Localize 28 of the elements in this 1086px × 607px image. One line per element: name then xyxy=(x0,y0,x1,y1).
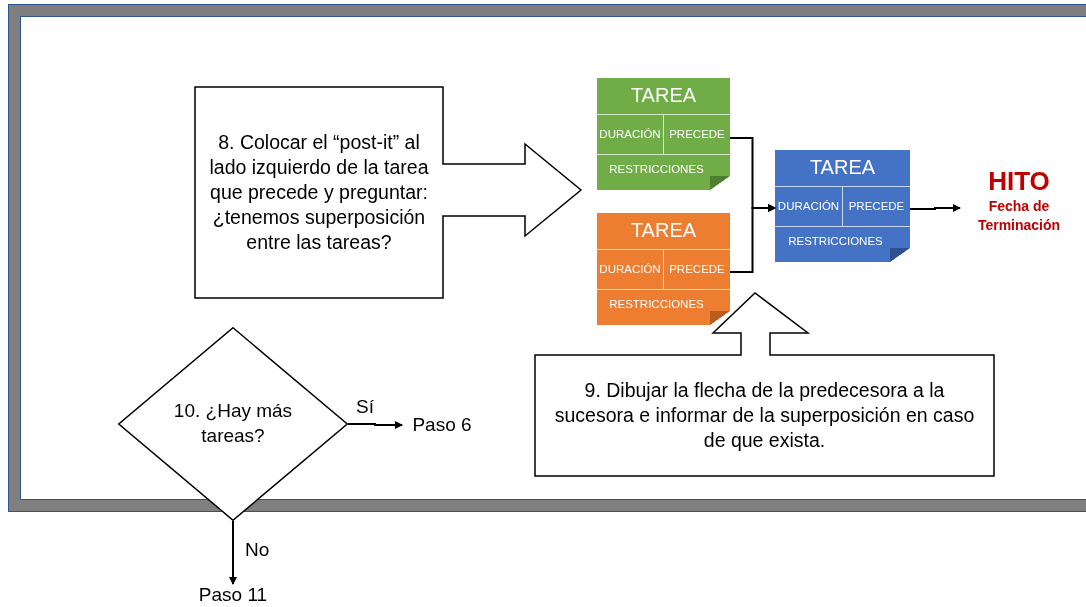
decision-text: 10. ¿Hay más tareas? xyxy=(173,399,293,448)
callout-arrow-box xyxy=(195,87,581,298)
task-post-it xyxy=(597,78,730,190)
precedes-field: PRECEDE xyxy=(669,263,725,276)
restrictions-field: RESTRICCIONES xyxy=(609,298,704,310)
callout-text: 8. Colocar el “post-it” al lado izquierdo de la tarea que precede y preguntar: ¿tenemos superposición entre las tareas? xyxy=(209,130,429,255)
milestone-date-label: Fecha de Terminación xyxy=(976,197,1062,235)
connector-arrow xyxy=(229,520,237,585)
connector-arrow xyxy=(347,421,403,429)
restrictions-field: RESTRICCIONES xyxy=(788,235,883,247)
milestone-title: HITO xyxy=(988,166,1050,198)
connector-arrow xyxy=(729,204,776,273)
step-reference: Paso 6 xyxy=(402,412,482,438)
restrictions-field: RESTRICCIONES xyxy=(609,163,704,175)
connector-arrow xyxy=(909,204,961,212)
precedes-field: PRECEDE xyxy=(848,200,905,213)
callout-arrow-box xyxy=(535,293,994,476)
duration-field: DURACIÓN xyxy=(777,200,840,213)
precedes-field: PRECEDE xyxy=(669,128,725,141)
duration-field: DURACIÓN xyxy=(599,128,661,141)
task-title: TAREA xyxy=(809,156,876,180)
task-post-it xyxy=(597,213,730,325)
callout-text: 9. Dibujar la flecha de la predecesora a la sucesora e informar de la superposición en caso de que exista. xyxy=(553,378,976,453)
task-title: TAREA xyxy=(630,219,697,243)
task-post-it xyxy=(775,150,910,262)
step-reference: Paso 11 xyxy=(190,584,276,606)
task-title: TAREA xyxy=(630,84,697,108)
duration-field: DURACIÓN xyxy=(599,263,661,276)
